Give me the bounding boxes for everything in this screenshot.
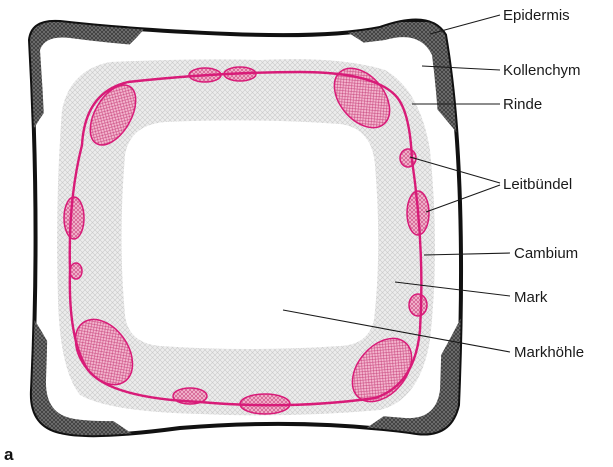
rinde-label: Rinde <box>503 96 542 113</box>
markhoehle-label: Markhöhle <box>514 344 584 361</box>
leitbuendel-label: Leitbündel <box>503 176 572 193</box>
kollenchym-label: Kollenchym <box>503 62 581 79</box>
mark-label: Mark <box>514 289 548 306</box>
panel-letter: a <box>4 445 14 464</box>
cambium-label: Cambium <box>514 245 578 262</box>
markhoehle-cavity <box>122 120 379 349</box>
epidermis-label: Epidermis <box>503 7 570 24</box>
